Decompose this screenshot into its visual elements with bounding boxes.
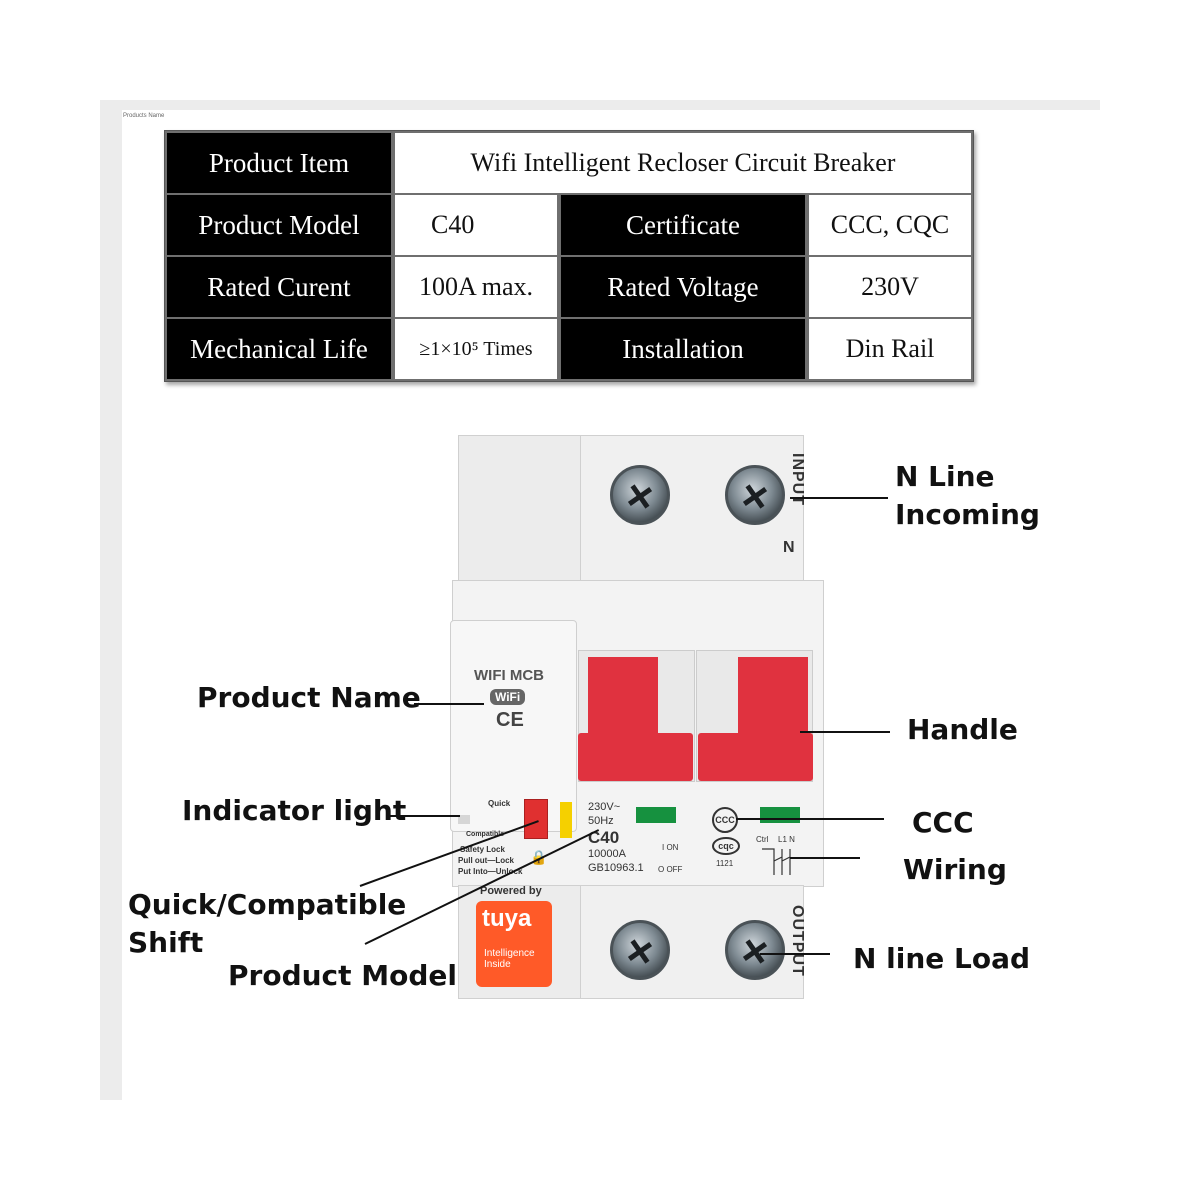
handle-grip-right[interactable] <box>698 733 813 781</box>
output-text: OUTPUT <box>789 905 806 977</box>
quick-text: Quick <box>488 799 511 808</box>
input-terminal-screw-right <box>725 465 785 525</box>
certificate-label: Certificate <box>561 195 805 255</box>
tuya-logo: tuya <box>482 905 532 932</box>
annotation-n-line-load: N line Load <box>853 942 1031 975</box>
put-into-unlock-text: Put Into—Unlock <box>458 867 523 876</box>
frame-top <box>100 100 1100 110</box>
wiring-diagram-icon <box>762 848 791 875</box>
product-model-label: Product Model <box>167 195 391 255</box>
annotation-quick-compatible-2: Shift <box>128 926 204 959</box>
annotation-quick-compatible-1: Quick/Compatible <box>128 888 407 921</box>
compatible-text: Compatible <box>466 831 505 838</box>
indicator-light <box>458 815 470 824</box>
voltage-text: 230V~ <box>588 801 621 813</box>
wifi-mcb-text: WIFI MCB <box>474 667 544 684</box>
intelligence-inside-text: Intelligence Inside <box>484 948 535 970</box>
indicator-window-left <box>636 807 676 823</box>
product-item-value: Wifi Intelligent Recloser Circuit Breake… <box>395 133 971 193</box>
annotation-wiring: Wiring <box>903 853 1007 886</box>
annotation-ccc: CCC <box>912 806 974 839</box>
module-front <box>450 620 577 832</box>
leader-ccc <box>736 818 884 820</box>
output-terminal-screw-right <box>725 920 785 980</box>
leader-product-name <box>414 703 484 705</box>
top-left-block <box>458 435 582 587</box>
cqc-code: 1121 <box>716 859 734 868</box>
leader-indicator-light <box>390 815 460 817</box>
rated-voltage-value: 230V <box>809 257 971 317</box>
leader-handle <box>800 731 890 733</box>
wiring-ctrl-text: Ctrl <box>756 835 769 844</box>
leader-n-line-load <box>760 953 830 955</box>
ccc-mark: CCC <box>712 807 738 833</box>
indicator-yellow-window <box>560 802 572 838</box>
frame-left <box>100 100 122 1100</box>
pull-out-lock-text: Pull out—Lock <box>458 856 514 865</box>
installation-value: Din Rail <box>809 319 971 379</box>
annotation-product-name: Product Name <box>197 681 421 714</box>
rated-current-label: Rated Curent <box>167 257 391 317</box>
on-text: I ON <box>662 843 679 852</box>
input-terminal-screw-left <box>610 465 670 525</box>
wiring-terms-text: L1 N <box>778 835 795 844</box>
wifi-badge: WiFi <box>490 689 526 705</box>
off-text: O OFF <box>658 865 683 874</box>
caption: Products Name <box>123 113 165 119</box>
leader-wiring <box>790 857 860 859</box>
breaking-capacity-text: 10000A <box>588 848 626 860</box>
rated-current-value: 100A max. <box>395 257 557 317</box>
handle-lever-right[interactable] <box>738 657 808 735</box>
model-text: C40 <box>588 828 620 847</box>
rated-voltage-label: Rated Voltage <box>561 257 805 317</box>
ce-mark: CE <box>496 709 524 731</box>
tuya-sticker <box>476 901 552 987</box>
product-model-value: C40 <box>395 195 557 255</box>
frequency-text: 50Hz <box>588 815 614 827</box>
quick-compatible-switch[interactable] <box>524 799 548 839</box>
product-item-label: Product Item <box>167 133 391 193</box>
leader-n-line-incoming <box>790 497 888 499</box>
annotation-indicator-light: Indicator light <box>182 794 407 827</box>
annotation-n-line-incoming-2: Incoming <box>895 498 1040 531</box>
safety-lock-text: Safety Lock <box>460 845 505 854</box>
n-top-text: N <box>783 539 795 556</box>
cqc-mark: cqc <box>712 837 740 855</box>
powered-by-text: Powered by <box>480 885 542 897</box>
annotation-product-model: Product Model <box>228 959 458 992</box>
mechanical-life-label: Mechanical Life <box>167 319 391 379</box>
indicator-window-right <box>760 807 800 823</box>
annotation-handle: Handle <box>907 713 1018 746</box>
mechanical-life-value: ≥1×10⁵ Times <box>395 319 557 379</box>
output-terminal-screw-left <box>610 920 670 980</box>
certificate-value: CCC, CQC <box>809 195 971 255</box>
standard-text: GB10963.1 <box>588 862 644 874</box>
handle-grip-left[interactable] <box>578 733 693 781</box>
annotation-n-line-incoming-1: N Line <box>895 460 995 493</box>
handle-lever-left[interactable] <box>588 657 658 735</box>
installation-label: Installation <box>561 319 805 379</box>
circuit-breaker: INPUT N WIFI MCB WiFi CE Quick Compatibl… <box>450 435 830 1010</box>
spec-table: Product Item Wifi Intelligent Recloser C… <box>164 130 974 382</box>
